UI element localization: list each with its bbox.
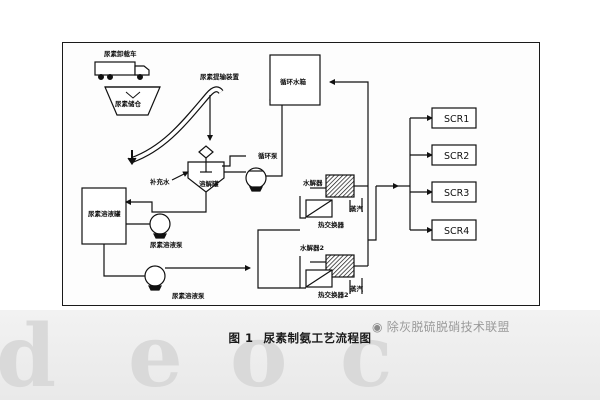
wechat-icon: ◉ <box>372 320 383 334</box>
label-storage-tank: 尿素溶液罐 <box>88 209 121 218</box>
watermark-background: d e o c <box>0 310 600 400</box>
scr3-label: SCR3 <box>444 188 469 199</box>
process-flow-diagram: 尿素卸载车 尿素储仓 尿素提输装置 溶解罐 补充水 循环泵 循环水箱 尿素溶液罐… <box>81 49 477 300</box>
label-makeup-water: 补充水 <box>149 177 170 186</box>
heat-water-tank <box>269 54 321 106</box>
figure-title: 尿素制氨工艺流程图 <box>263 331 372 345</box>
label-heat-exchanger-1: 热交换器 <box>318 220 345 229</box>
silo-icon <box>104 86 161 116</box>
watermark-letter: c <box>340 306 393 407</box>
label-hydrolyzer-2: 水解器2 <box>300 243 324 252</box>
label-supply-pump: 尿素溶液泵 <box>150 240 183 249</box>
truck-icon <box>94 61 150 80</box>
screw-conveyor-icon <box>127 86 224 166</box>
label-steam-2: 蒸汽 <box>350 284 364 293</box>
scr3-box <box>431 181 477 203</box>
scr2-label: SCR2 <box>444 151 469 162</box>
watermark-letter: o <box>230 306 288 407</box>
label-dissolve-tank: 溶解罐 <box>199 179 219 188</box>
label-hydrolyzer-1: 水解器 <box>303 178 323 187</box>
dissolve-tank <box>187 145 225 200</box>
label-truck: 尿素卸载车 <box>104 49 137 58</box>
scr1-label: SCR1 <box>444 114 469 125</box>
figure-number: 图 1 <box>228 331 254 345</box>
label-metering-pump: 尿素溶液泵 <box>172 291 205 300</box>
watermark-letter: d <box>0 306 57 407</box>
supply-pump <box>149 213 171 239</box>
label-conveyor: 尿素提输装置 <box>200 72 240 81</box>
label-steam-1: 蒸汽 <box>350 204 364 213</box>
circulation-pump <box>245 167 267 192</box>
scr4-label: SCR4 <box>444 226 469 237</box>
watermark-letter: e <box>128 306 183 407</box>
scr4-box <box>431 219 477 241</box>
label-heat-tank: 循环水箱 <box>280 77 307 86</box>
figure-caption: 图 1 尿素制氨工艺流程图 <box>0 330 600 346</box>
label-heat-exchanger-2: 热交换器2 <box>318 290 349 299</box>
watermark-text: 除灰脱硫脱硝技术联盟 <box>386 320 510 334</box>
label-circulation-pump: 循环泵 <box>258 151 278 160</box>
metering-pump <box>144 265 166 291</box>
scr2-box <box>431 144 477 166</box>
label-silo: 尿素储仓 <box>115 99 142 108</box>
hydrolyzer-1 <box>299 174 368 219</box>
urea-storage-tank <box>81 187 127 245</box>
hydrolyzer-2 <box>299 254 368 294</box>
scr1-box <box>431 107 477 129</box>
watermark: ◉除灰脱硫脱硝技术联盟 <box>372 318 510 335</box>
